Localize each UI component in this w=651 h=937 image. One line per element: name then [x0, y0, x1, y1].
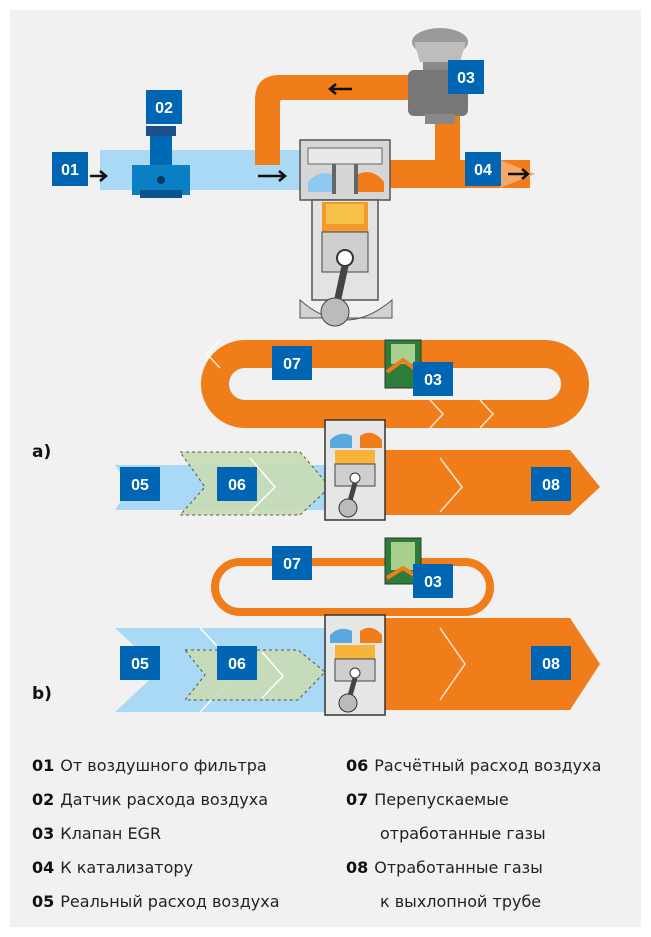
flow-arrow-icon [258, 170, 287, 182]
legend-num: 05 [32, 892, 55, 911]
svg-text:02: 02 [155, 100, 173, 117]
legend-item-08-continued: к выхлопной трубе [380, 892, 542, 911]
chevron-icon [439, 627, 466, 701]
legend-text: Перепускаемые [374, 790, 509, 809]
legend-num: 03 [32, 824, 55, 843]
legend-item-01: 01 От воздушного фильтра [32, 756, 267, 775]
air-flow-sensor-icon [132, 126, 190, 198]
legend-item-07-continued: отработанные газы [380, 824, 546, 843]
legend-item-03: 03 Клапан EGR [32, 824, 161, 843]
badge-08-b: 08 [531, 646, 571, 680]
svg-text:04: 04 [474, 162, 492, 179]
chevron-icon [249, 457, 277, 513]
engine-icon-a [324, 419, 386, 521]
badge-01-top: 01 [52, 152, 88, 186]
case-label-b: b) [32, 684, 52, 704]
badge-03-a: 03 [413, 362, 453, 396]
legend-num: 08 [346, 858, 369, 877]
badge-06-a: 06 [217, 467, 257, 501]
svg-text:08: 08 [542, 656, 560, 673]
intake-arrow-icon [90, 170, 108, 182]
legend-item-06: 06 Расчётный расход воздуха [346, 756, 601, 775]
legend-text: Отработанные газы [374, 858, 543, 877]
svg-text:07: 07 [283, 556, 301, 573]
legend-item-04: 04 К катализатору [32, 858, 193, 877]
legend-item-08: 08 Отработанные газы [346, 858, 543, 877]
egr-loop-pipe [255, 75, 415, 165]
svg-text:06: 06 [228, 656, 246, 673]
badge-03-top: 03 [448, 60, 484, 94]
egr-loop-b [211, 558, 494, 616]
case-label-a: a) [32, 442, 52, 462]
chevron-icon [429, 399, 445, 429]
svg-text:03: 03 [424, 574, 442, 591]
egr-arrow-icon [328, 83, 352, 95]
exhaust-arrow-icon [508, 168, 530, 180]
badge-07-b: 07 [272, 546, 312, 580]
legend-num: 02 [32, 790, 55, 809]
legend-num: 06 [346, 756, 369, 775]
legend-text: Датчик расхода воздуха [60, 790, 268, 809]
legend-text: От воздушного фильтра [60, 756, 267, 775]
badge-02-top: 02 [146, 90, 182, 124]
legend-item-07: 07 Перепускаемые [346, 790, 509, 809]
legend-text: Клапан EGR [60, 824, 162, 843]
svg-text:03: 03 [457, 70, 475, 87]
chevron-icon [439, 457, 463, 513]
legend-num: 07 [346, 790, 369, 809]
svg-text:05: 05 [131, 477, 149, 494]
svg-text:03: 03 [424, 372, 442, 389]
engine-cutaway-icon [299, 139, 393, 327]
legend-num: 01 [32, 756, 55, 775]
badge-06-b: 06 [217, 646, 257, 680]
legend-item-02: 02 Датчик расхода воздуха [32, 790, 268, 809]
badge-04-top: 04 [465, 152, 501, 186]
chevron-icon [261, 651, 285, 699]
svg-text:08: 08 [542, 477, 560, 494]
legend-text: Расчётный расход воздуха [374, 756, 602, 775]
svg-text:07: 07 [283, 356, 301, 373]
exhaust-flow-b [385, 618, 600, 710]
svg-text:01: 01 [61, 162, 79, 179]
chevron-icon [205, 339, 221, 369]
chevron-icon [479, 399, 495, 429]
legend-item-05: 05 Реальный расход воздуха [32, 892, 280, 911]
badge-05-b: 05 [120, 646, 160, 680]
svg-text:06: 06 [228, 477, 246, 494]
badge-05-a: 05 [120, 467, 160, 501]
badge-08-a: 08 [531, 467, 571, 501]
legend-text: Реальный расход воздуха [60, 892, 280, 911]
svg-text:05: 05 [131, 656, 149, 673]
engine-icon-b [324, 614, 386, 716]
badge-03-b: 03 [413, 564, 453, 598]
legend-num: 04 [32, 858, 55, 877]
legend-text: К катализатору [60, 858, 193, 877]
badge-07-a: 07 [272, 346, 312, 380]
